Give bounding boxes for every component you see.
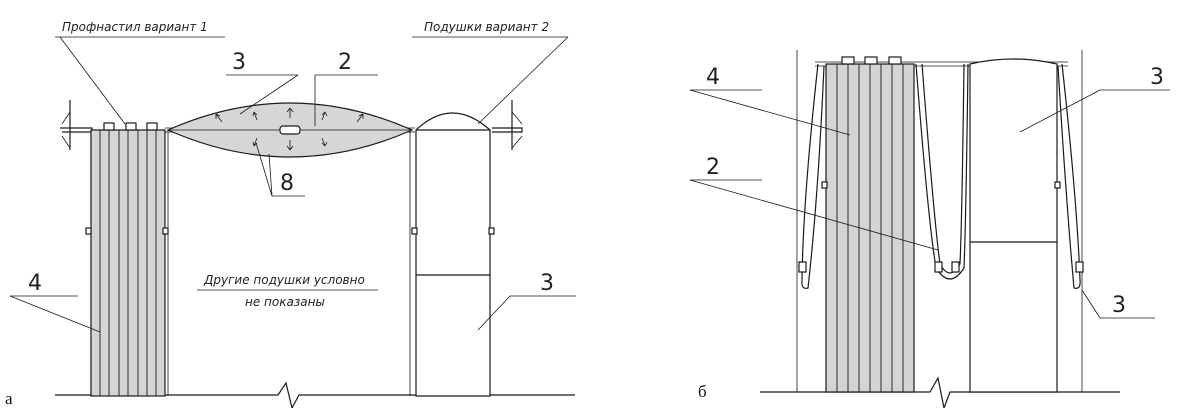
note-line1: Другие подушки условно (203, 273, 365, 287)
corrugated-panel-b (821, 56, 915, 393)
note-a: Другие подушки условно не показаны (197, 273, 378, 309)
deflated-bag-center (915, 63, 969, 280)
ground-line-a (55, 381, 575, 408)
frame-right-a (492, 100, 523, 150)
figure-b: 4 2 3 3 б (689, 50, 1170, 408)
panel-label-b: б (698, 382, 707, 401)
leader-4-a: 4 (9, 271, 101, 333)
label-4-b: 4 (706, 65, 720, 90)
label-8-a: 8 (280, 171, 294, 196)
column-b (969, 58, 1061, 393)
frame-left-a (60, 100, 93, 150)
cushion-column-a (411, 112, 495, 397)
label-3-column-a: 3 (540, 271, 554, 296)
ground-line-b (760, 376, 1120, 408)
leader-3-top-b: 3 (1019, 65, 1170, 133)
callout-podushki-text: Подушки вариант 2 (424, 20, 549, 34)
label-3-top-b: 3 (1150, 65, 1164, 90)
panel-label-a: а (5, 389, 13, 408)
leader-2-a: 2 (314, 50, 378, 126)
callout-podushki: Подушки вариант 2 (412, 20, 569, 125)
label-4-a: 4 (28, 271, 42, 296)
pressure-arrows (215, 107, 364, 151)
figure-a: Профнастил вариант 1 Подушки вариант 2 3… (5, 20, 576, 408)
leader-2-b: 2 (689, 155, 939, 251)
leader-3-top-a: 3 (226, 50, 299, 115)
leader-8-a: 8 (255, 142, 305, 197)
corrugated-panel-a (85, 122, 169, 397)
air-cushion-a (166, 102, 414, 158)
leader-3-bottom-b: 3 (1081, 289, 1155, 319)
callout-profnastil: Профнастил вариант 1 (55, 20, 225, 125)
label-2-b: 2 (706, 155, 720, 180)
leader-4-b: 4 (689, 65, 851, 136)
note-line2: не показаны (245, 295, 325, 309)
leader-3-column-a: 3 (477, 271, 576, 331)
label-3-bottom-b: 3 (1112, 293, 1126, 318)
label-3-top-a: 3 (232, 50, 246, 75)
deflated-bag-left (798, 63, 825, 289)
callout-profnastil-text: Профнастил вариант 1 (62, 20, 208, 34)
label-2-a: 2 (338, 50, 352, 75)
deflated-bag-right (1057, 63, 1084, 289)
